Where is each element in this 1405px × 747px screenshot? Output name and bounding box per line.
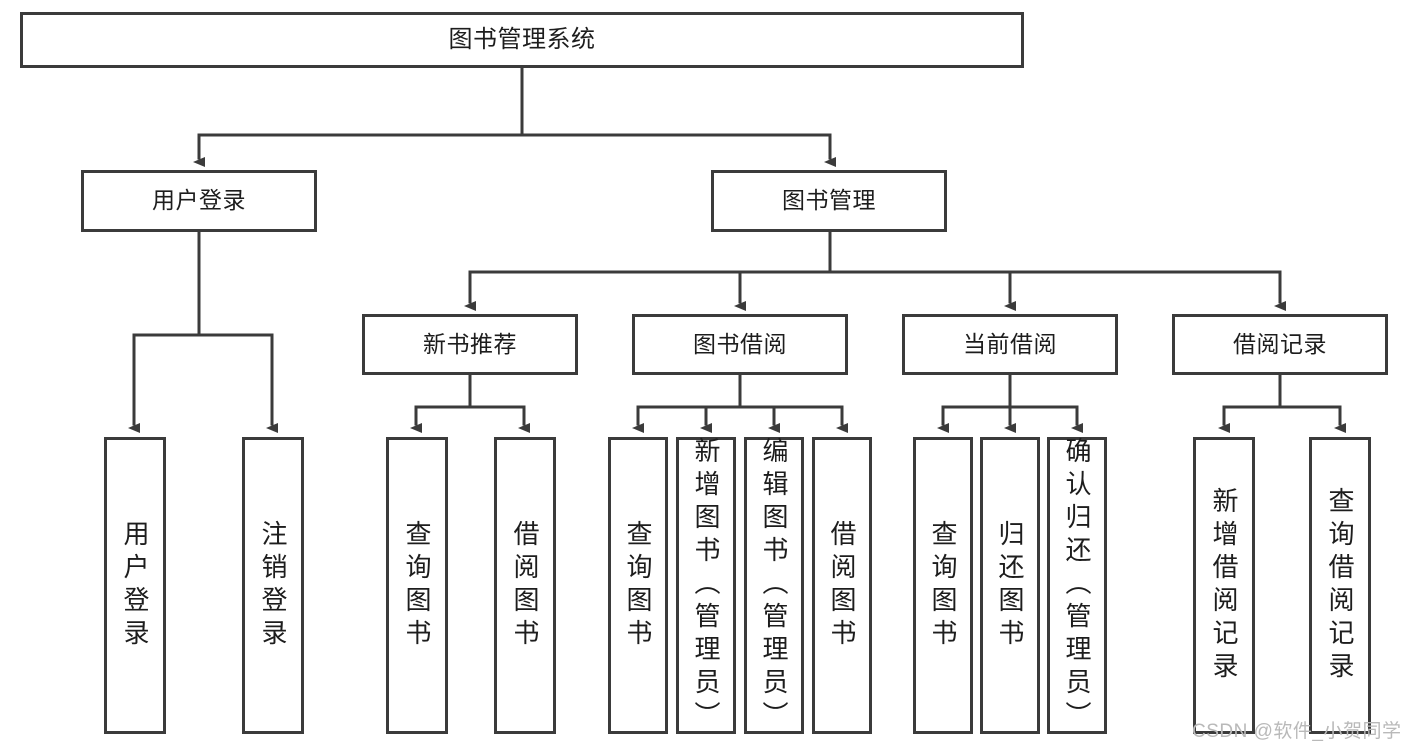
leaf-borrow-book-2-label: 借阅图书 [827, 519, 857, 652]
node-root-label: 图书管理系统 [448, 25, 596, 53]
leaf-borrow-book-1[interactable]: 借阅图书 [494, 437, 556, 734]
node-borrow-record-label: 借阅记录 [1233, 330, 1327, 357]
leaf-confirm-return-admin[interactable]: 确认归还（管理员） [1047, 437, 1107, 734]
leaf-logout-login[interactable]: 注销登录 [242, 437, 304, 734]
leaf-query-book-3-label: 查询图书 [928, 519, 958, 652]
node-user-login[interactable]: 用户登录 [81, 170, 317, 232]
node-book-management[interactable]: 图书管理 [711, 170, 947, 232]
csdn-watermark: CSDN @软件_小贺同学 [1192, 721, 1402, 742]
leaf-query-borrow-record[interactable]: 查询借阅记录 [1309, 437, 1371, 734]
node-current-borrow-label: 当前借阅 [963, 330, 1057, 357]
leaf-user-login-label: 用户登录 [120, 519, 150, 652]
leaf-edit-book-admin[interactable]: 编辑图书（管理员） [744, 437, 804, 734]
leaf-add-borrow-record[interactable]: 新增借阅记录 [1193, 437, 1255, 734]
node-book-borrow[interactable]: 图书借阅 [632, 314, 848, 375]
leaf-confirm-return-admin-label: 确认归还（管理员） [1062, 437, 1092, 734]
leaf-query-book-1-label: 查询图书 [402, 519, 432, 652]
leaf-add-book-admin[interactable]: 新增图书（管理员） [676, 437, 736, 734]
leaf-query-book-2[interactable]: 查询图书 [608, 437, 668, 734]
node-book-borrow-label: 图书借阅 [693, 330, 787, 357]
node-borrow-record[interactable]: 借阅记录 [1172, 314, 1388, 375]
leaf-add-borrow-record-label: 新增借阅记录 [1209, 486, 1239, 685]
leaf-query-book-3[interactable]: 查询图书 [913, 437, 973, 734]
leaf-borrow-book-2[interactable]: 借阅图书 [812, 437, 872, 734]
leaf-return-book-label: 归还图书 [995, 519, 1025, 652]
leaf-user-login[interactable]: 用户登录 [104, 437, 166, 734]
node-book-management-label: 图书管理 [782, 187, 876, 214]
node-root[interactable]: 图书管理系统 [20, 12, 1024, 68]
node-current-borrow[interactable]: 当前借阅 [902, 314, 1118, 375]
leaf-query-book-1[interactable]: 查询图书 [386, 437, 448, 734]
leaf-query-borrow-record-label: 查询借阅记录 [1325, 486, 1355, 685]
leaf-edit-book-admin-label: 编辑图书（管理员） [759, 437, 789, 734]
leaf-add-book-admin-label: 新增图书（管理员） [691, 437, 721, 734]
leaf-return-book[interactable]: 归还图书 [980, 437, 1040, 734]
node-new-book-recommend-label: 新书推荐 [423, 330, 517, 357]
leaf-logout-login-label: 注销登录 [258, 519, 288, 652]
node-new-book-recommend[interactable]: 新书推荐 [362, 314, 578, 375]
leaf-query-book-2-label: 查询图书 [623, 519, 653, 652]
node-user-login-label: 用户登录 [152, 187, 246, 214]
leaf-borrow-book-1-label: 借阅图书 [510, 519, 540, 652]
